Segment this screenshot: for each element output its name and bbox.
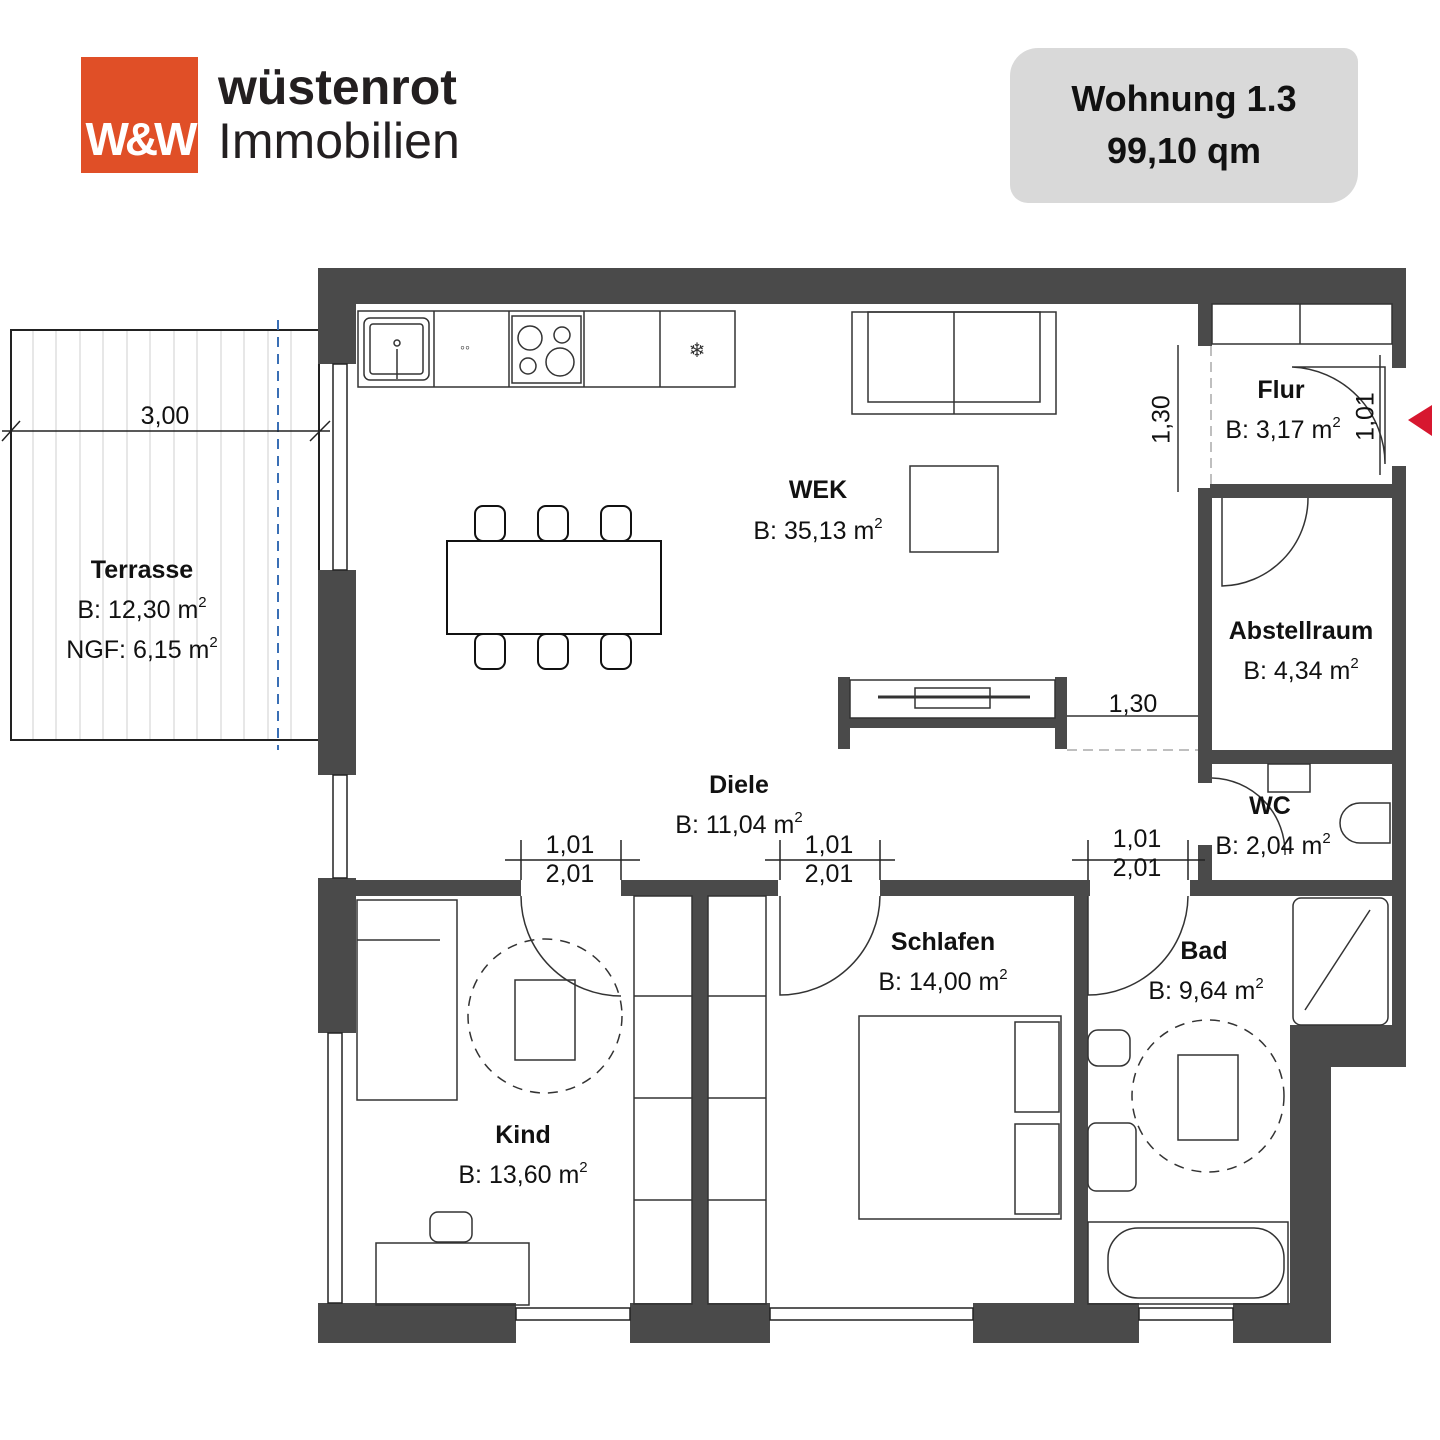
brand-subtitle: Immobilien [218, 113, 460, 169]
doors [520, 895, 1189, 997]
dim-passage-width: 1,30 [1108, 690, 1158, 718]
brand-name: wüstenrot [218, 59, 457, 115]
room-name-schlafen: Schlafen [890, 928, 996, 956]
logo-mark: W&W [85, 113, 197, 165]
dim-door-schlafen-width: 1,01 [804, 831, 854, 859]
apartment-badge: Wohnung 1.3 99,10 qm [1010, 48, 1358, 203]
room-name-wek: WEK [788, 476, 848, 504]
room-name-abstellraum: Abstellraum [1228, 617, 1374, 645]
fridge-snowflake-icon: ❄ [689, 340, 706, 362]
dim-door-bad-height: 2,01 [1112, 854, 1162, 882]
dishwasher-icon: ◦◦ [460, 339, 470, 355]
wc-fixtures [1211, 763, 1391, 856]
dining-table-icon [446, 505, 662, 670]
kind-furniture [356, 895, 693, 1306]
terrace [1, 320, 331, 750]
dim-door-kind-width: 1,01 [545, 831, 595, 859]
room-name-diele: Diele [709, 771, 769, 799]
room-name-terrasse: Terrasse [90, 556, 194, 584]
room-name-kind: Kind [495, 1121, 551, 1149]
room-area-kind: B: 13,60 m2 [458, 1159, 588, 1189]
room-name-bad: Bad [1180, 937, 1228, 965]
room-area-wek: B: 35,13 m2 [753, 515, 883, 545]
sofa-icon [851, 311, 1057, 415]
dimension-lines [505, 840, 1205, 880]
kitchen-counter [357, 310, 736, 388]
room-area-wc: B: 2,04 m2 [1215, 830, 1331, 860]
room-area-abstellraum: B: 4,34 m2 [1243, 655, 1359, 685]
schlafen-furniture [707, 895, 1062, 1305]
dim-door-schlafen-height: 2,01 [804, 860, 854, 888]
room-area-bad: B: 9,64 m2 [1148, 975, 1264, 1005]
dim-door-bad-width: 1,01 [1112, 825, 1162, 853]
brand-logo: W&W [81, 57, 198, 173]
room-area-diele: B: 11,04 m2 [675, 809, 803, 839]
room-area-terrasse: B: 12,30 m2 [77, 594, 207, 624]
tv-unit-icon [849, 679, 1198, 751]
dim-entry-door: 1,01 [1351, 392, 1380, 441]
walls [318, 268, 1406, 1343]
room-ngf-terrasse: NGF: 6,15 m2 [66, 634, 218, 664]
room-name-flur: Flur [1257, 376, 1305, 404]
apartment-area: 99,10 qm [1106, 130, 1262, 171]
room-name-wc: WC [1249, 792, 1291, 820]
entrance-marker-icon [1408, 405, 1432, 436]
coffee-table-icon [909, 465, 999, 553]
room-area-schlafen: B: 14,00 m2 [878, 966, 1008, 996]
apartment-title: Wohnung 1.3 [1071, 78, 1297, 119]
dim-flur-opening: 1,30 [1147, 395, 1176, 444]
room-area-flur: B: 3,17 m2 [1225, 414, 1341, 444]
flur-fixtures [1177, 303, 1393, 492]
dim-door-kind-height: 2,01 [545, 860, 595, 888]
dim-terrace-width: 3,00 [140, 402, 190, 430]
bad-furniture [1087, 897, 1389, 1305]
windows [327, 363, 1234, 1321]
